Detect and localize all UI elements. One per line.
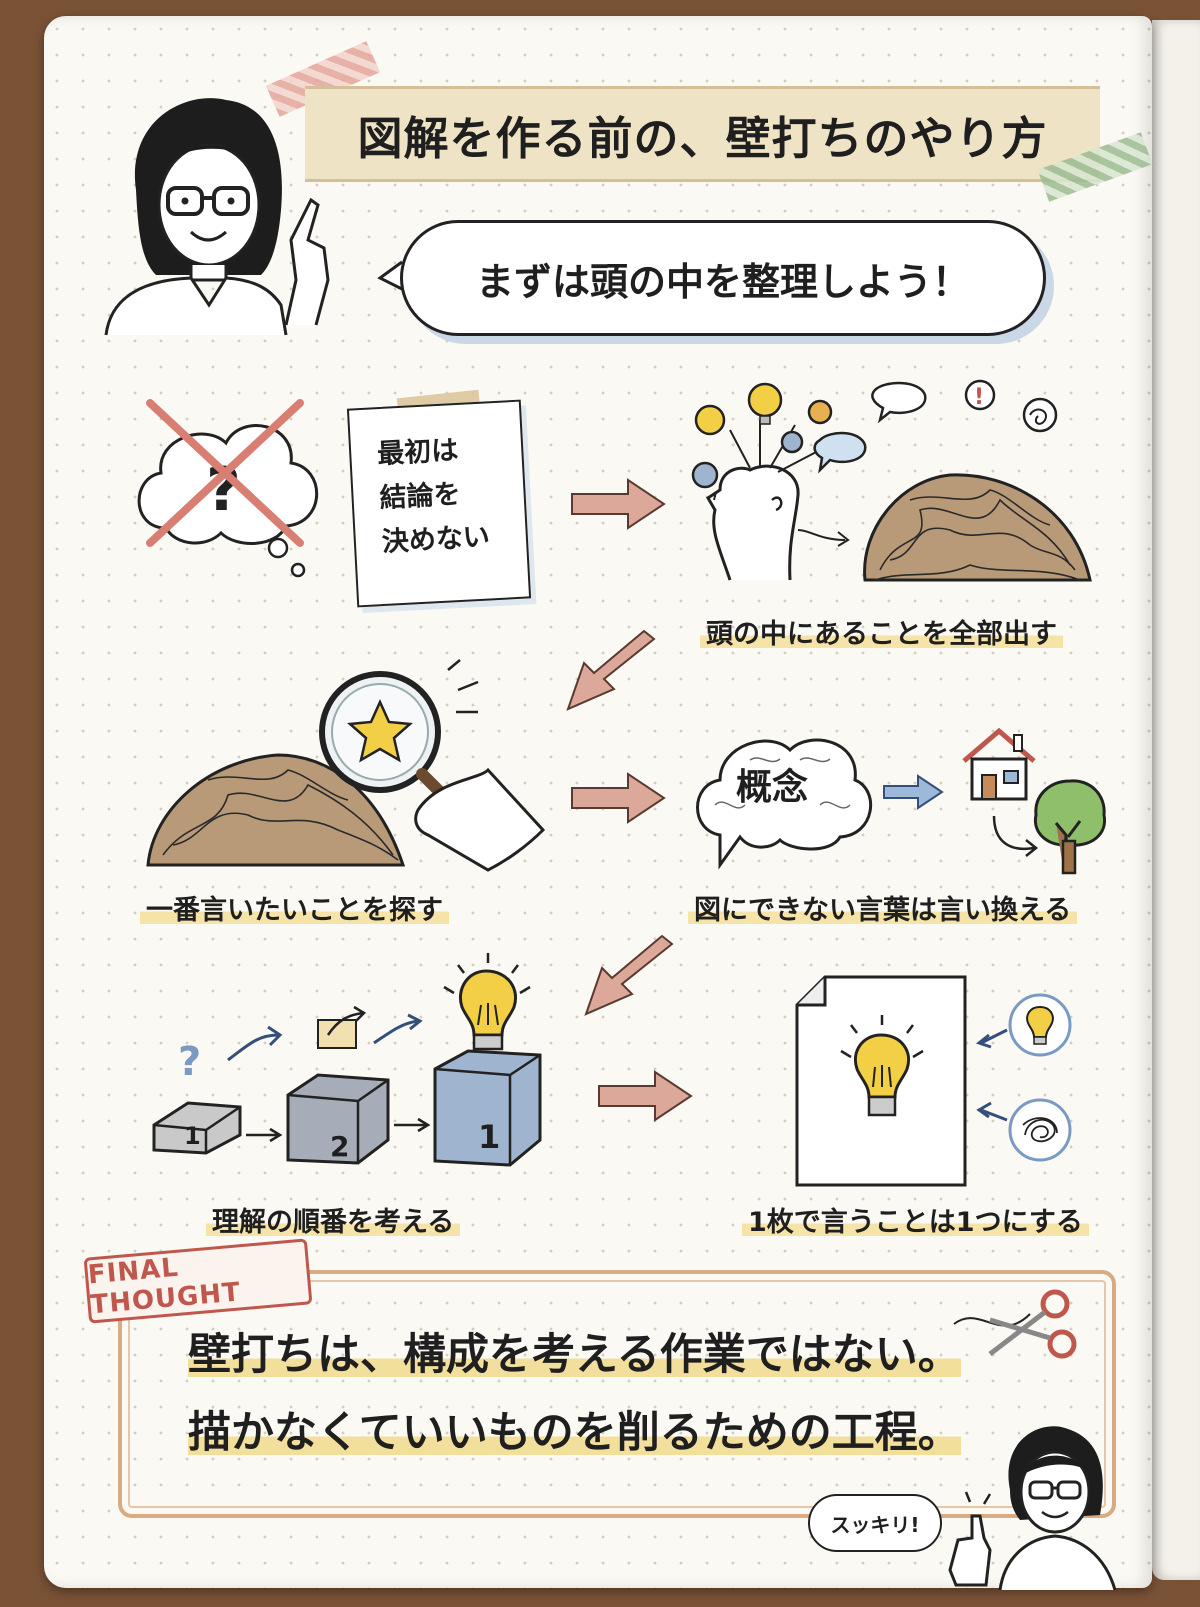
concept-word: 概念 (736, 767, 809, 808)
sukkiri-bubble: スッキリ! (808, 1494, 942, 1552)
brain-cloud-icon (696, 738, 872, 870)
caption-rephrase: 図にできない言葉は言い換える (688, 888, 1078, 927)
block-label-2: 2 (330, 1130, 350, 1163)
house-icon (962, 727, 1036, 801)
arrow-right-icon (571, 772, 666, 824)
arrow-right-icon (571, 478, 666, 530)
page-title: 図解を作る前の、壁打ちのやり方 (305, 86, 1100, 182)
caption-dump-all: 頭の中にあることを全部出す (700, 612, 1063, 651)
arrow-right-blue-icon (883, 774, 944, 810)
notebook-page-edge (1152, 20, 1200, 1580)
svg-text:!: ! (974, 385, 984, 410)
no-conclusion-note: 最初は 結論を 決めない (346, 399, 532, 608)
magnifier-star-icon (146, 659, 546, 872)
caption-one-message: 1枚で言うことは1つにする (742, 1200, 1089, 1239)
cross-mark-icon (146, 399, 304, 547)
tree-icon (1033, 779, 1107, 875)
arrow-down-left-icon (584, 934, 674, 1016)
speech-tail-icon (377, 260, 405, 292)
final-thought-frame (118, 1270, 1116, 1518)
caption-find-main: 一番言いたいことを探す (140, 888, 449, 927)
arrow-right-icon (598, 1070, 693, 1122)
svg-text:?: ? (178, 1039, 201, 1085)
scissors-icon (953, 1289, 1077, 1359)
block-label-1-big: 1 (478, 1118, 501, 1156)
final-line-2: 描かなくていいものを削るための工程。 (188, 1398, 961, 1460)
curved-arrow-icon (992, 815, 1039, 857)
head-idea-burst-icon: ! (691, 379, 1092, 582)
woman-avatar-icon (104, 98, 330, 336)
final-line-1: 壁打ちは、構成を考える作業ではない。 (188, 1320, 961, 1382)
thumbs-up-icon (948, 1426, 1117, 1591)
block-label-1: 1 (184, 1122, 201, 1150)
caption-order: 理解の順番を考える (206, 1200, 461, 1239)
block-steps-icon: ? (152, 953, 542, 1167)
no-conclusion-text: 最初は 結論を 決めない (376, 434, 491, 559)
document-bulb-icon (795, 975, 1072, 1187)
intro-speech-bubble: まずは頭の中を整理しよう！ (400, 220, 1046, 336)
arrow-down-left-icon (566, 629, 656, 711)
